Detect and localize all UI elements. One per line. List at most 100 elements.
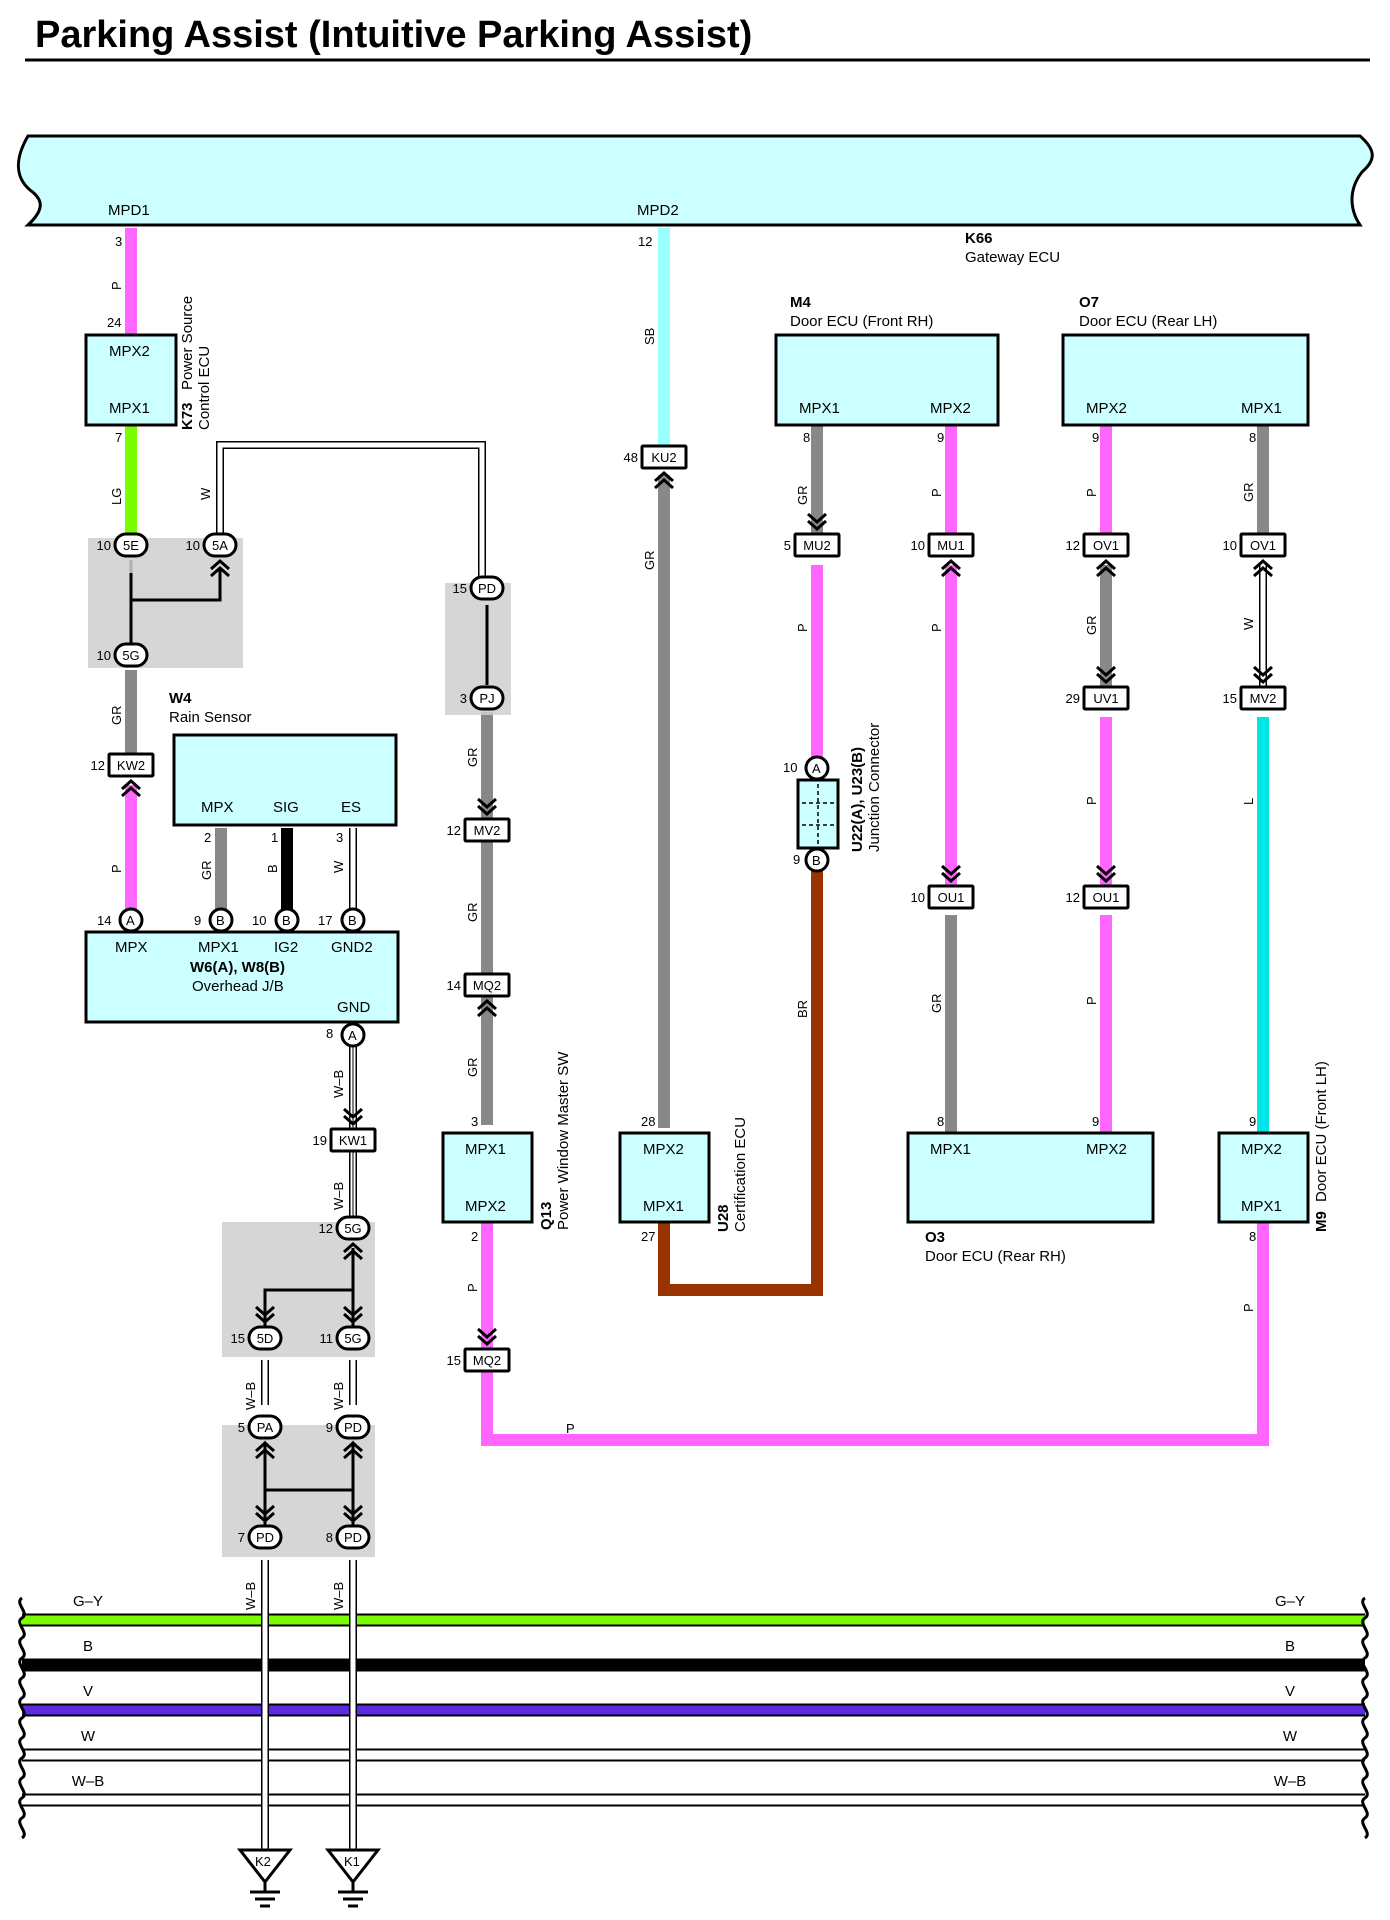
connector-label: PD <box>344 1530 362 1545</box>
m4-code: M4 <box>790 294 811 311</box>
jc-name: Junction Connector <box>866 723 883 852</box>
svg-text:A: A <box>126 913 135 928</box>
connector-cpj: PJ3 <box>460 685 505 711</box>
o7-code: O7 <box>1079 294 1099 311</box>
diagram-title: Parking Assist (Intuitive Parking Assist… <box>35 14 752 56</box>
wc-sb: SB <box>642 328 657 345</box>
m9-code: M9 <box>1313 1211 1330 1232</box>
rain-sensor-code: W4 <box>169 690 192 707</box>
wc-gr-4: GR <box>465 903 480 923</box>
gateway-ecu-bus <box>16 134 1374 227</box>
connector-pin: 12 <box>1066 538 1080 553</box>
q13-module <box>441 1131 534 1224</box>
wire-w-outer <box>216 441 486 580</box>
connector-label: PD <box>256 1530 274 1545</box>
connector-pin: 11 <box>320 1331 334 1346</box>
o7-name: Door ECU (Rear LH) <box>1079 313 1217 330</box>
o3-pin-8: 8 <box>937 1114 944 1129</box>
bus-break-mark <box>1361 1596 1369 1840</box>
connector-label: MQ2 <box>473 978 501 993</box>
connector-label: PD <box>478 581 496 596</box>
svg-text:B: B <box>216 913 225 928</box>
wc-p-10: P <box>1084 996 1099 1005</box>
wc-p-11: P <box>1241 1303 1256 1312</box>
q13-pin-2: 2 <box>471 1229 478 1244</box>
wc-gr-6: GR <box>642 551 657 571</box>
wc-b: B <box>265 864 280 873</box>
rain-sensor-pin-1: 1 <box>271 830 278 845</box>
rain-sensor-module <box>172 733 398 827</box>
connector-pin: 10 <box>97 648 111 663</box>
wc-p-1: P <box>109 281 124 290</box>
connector-pin: 12 <box>91 758 105 773</box>
svg-text:A: A <box>812 761 821 776</box>
connector-cpd_c: PD7 <box>238 1504 283 1550</box>
jb-terminal-b1: B <box>208 907 234 933</box>
jb-pin-8: 8 <box>326 1026 333 1041</box>
connector-label: OU1 <box>938 890 965 905</box>
connector-pin: 10 <box>97 538 111 553</box>
rain-sensor-term-es: ES <box>341 799 361 816</box>
connector-pin: 12 <box>1066 890 1080 905</box>
o3-name: Door ECU (Rear RH) <box>925 1248 1066 1265</box>
q13-name: Power Window Master SW <box>555 1051 572 1230</box>
wc-p-3: P <box>465 1283 480 1292</box>
overhead-jb-module <box>84 930 400 1024</box>
bus-label: B <box>1285 1638 1295 1655</box>
connector-pin: 19 <box>313 1133 327 1148</box>
svg-text:B: B <box>348 913 357 928</box>
connector-pin: 10 <box>911 538 925 553</box>
gateway-code: K66 <box>965 230 993 247</box>
wc-p-6: P <box>929 488 944 497</box>
connector-cpd_d: PD 8 <box>326 1504 371 1550</box>
jb-term-ig2: IG2 <box>274 939 298 956</box>
jc-pin-9: 9 <box>793 852 800 867</box>
q13-term-mpx1: MPX1 <box>465 1141 506 1158</box>
wc-wb-1: W–B <box>331 1070 346 1098</box>
jc-code: U22(A), U23(B) <box>849 747 866 852</box>
bus-label: W <box>81 1728 96 1745</box>
jb-name: Overhead J/B <box>192 978 284 995</box>
o3-term-mpx1: MPX1 <box>930 1141 971 1158</box>
jb-pin-17: 17 <box>318 913 332 928</box>
u28-pin-27: 27 <box>641 1229 655 1244</box>
connector-label: 5A <box>212 538 228 553</box>
o7-pin-9: 9 <box>1092 430 1099 445</box>
connector-pin: 48 <box>624 450 638 465</box>
gateway-term-mpd1: MPD1 <box>108 202 150 219</box>
wc-p-7: P <box>929 623 944 632</box>
ground-k2: K2 <box>236 1848 294 1908</box>
m9-pin-9: 9 <box>1249 1114 1256 1129</box>
bus-label: W–B <box>1274 1773 1307 1790</box>
o7-term-mpx2: MPX2 <box>1086 400 1127 417</box>
m4-pin-8: 8 <box>803 430 810 445</box>
o7-pin-8: 8 <box>1249 430 1256 445</box>
jb-term-gnd2: GND2 <box>331 939 373 956</box>
wc-gr-8: GR <box>929 994 944 1014</box>
svg-text:B: B <box>282 913 291 928</box>
bus-label: G–Y <box>73 1593 103 1610</box>
k73-pin-24: 24 <box>107 315 121 330</box>
gateway-pin-12: 12 <box>638 234 652 249</box>
jc-pin-10: 10 <box>783 760 797 775</box>
splice-box-5e <box>88 538 243 668</box>
wc-br: BR <box>795 1000 810 1018</box>
connector-pin: 8 <box>326 1530 333 1545</box>
u28-module <box>618 1131 711 1224</box>
k73-term-mpx1: MPX1 <box>109 400 150 417</box>
m9-module <box>1217 1131 1310 1224</box>
jb-pin-9: 9 <box>194 913 201 928</box>
